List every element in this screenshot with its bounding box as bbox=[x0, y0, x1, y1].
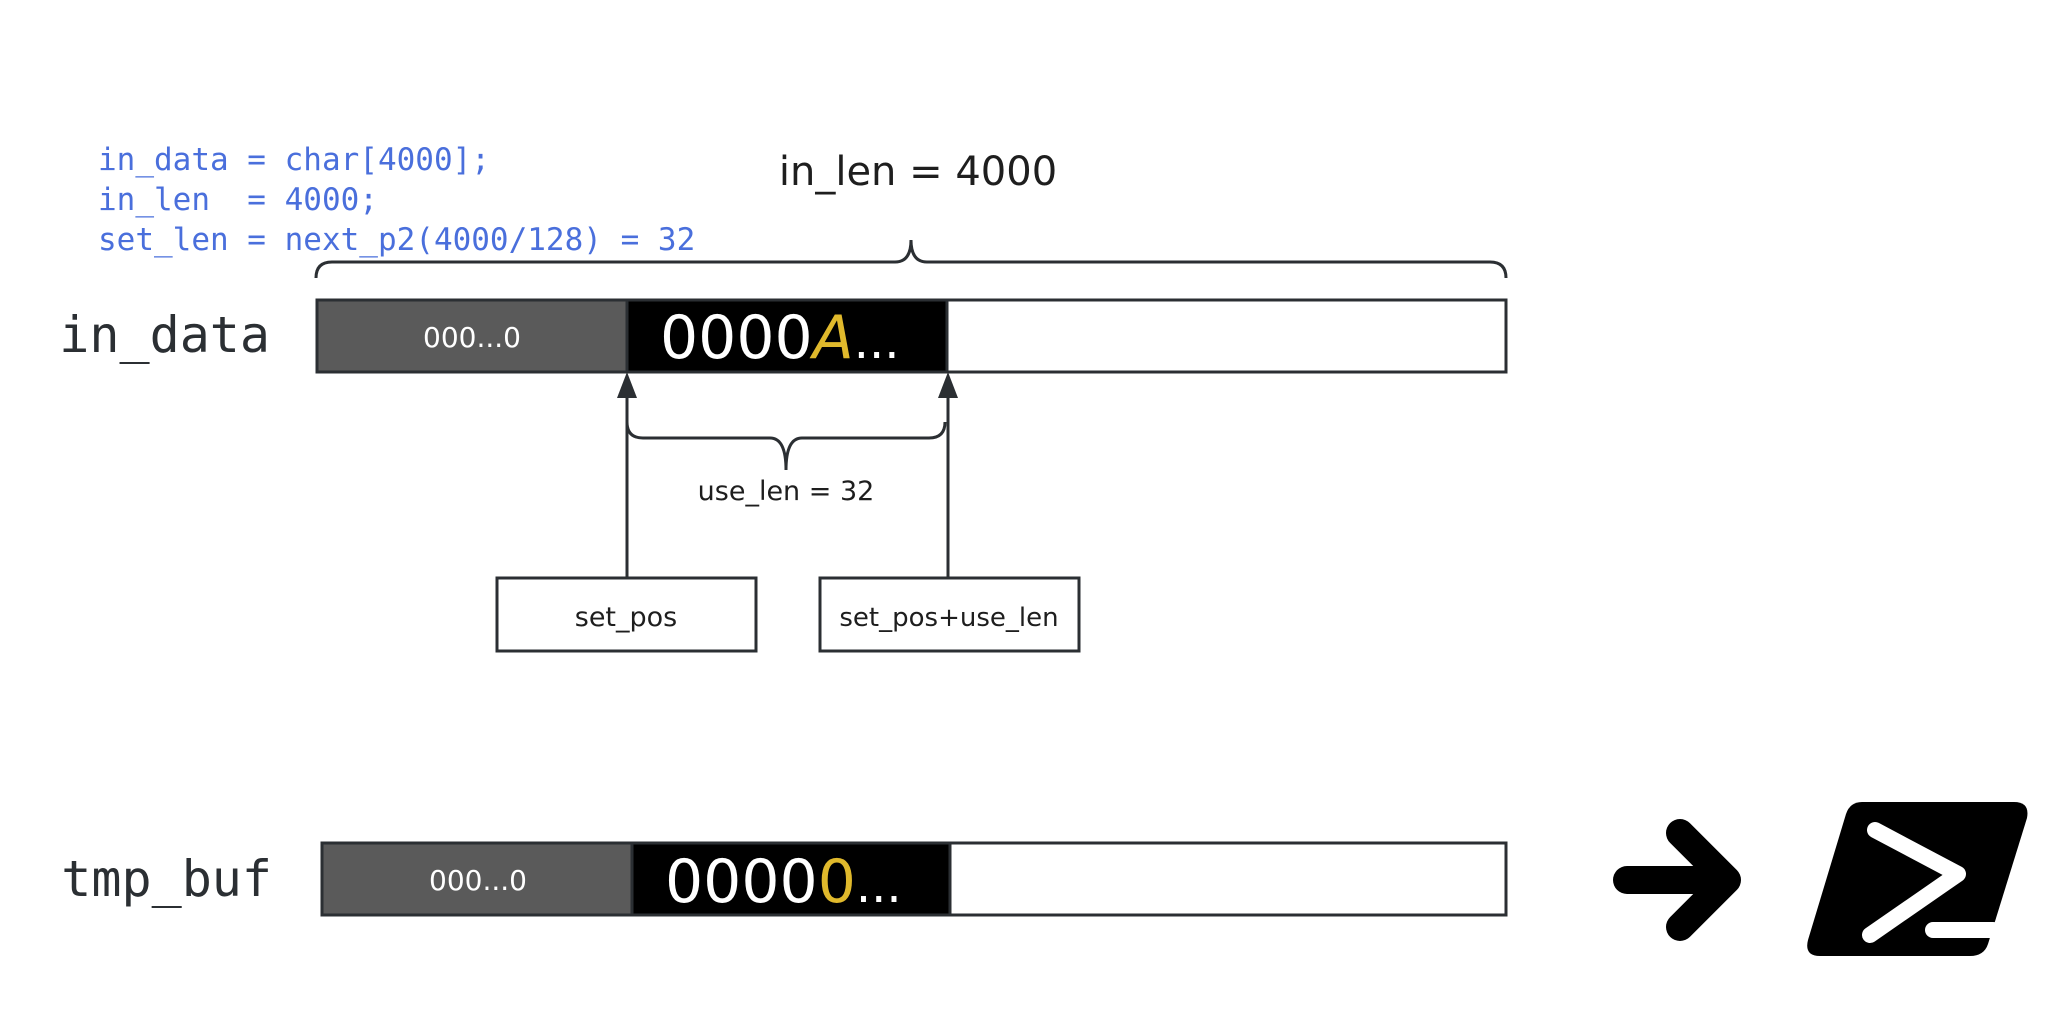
in-data-zero-text: 000...0 bbox=[423, 321, 521, 354]
in-data-label: in_data bbox=[59, 306, 270, 364]
set-pos-use-len-arrowhead bbox=[938, 372, 958, 398]
in-data-used-suffix: ... bbox=[854, 314, 900, 370]
tmp-buf-label: tmp_buf bbox=[61, 850, 272, 908]
set-pos-box: set_pos bbox=[495, 576, 758, 653]
in-data-highlight-char: A bbox=[809, 303, 854, 373]
in-data-used-segment bbox=[625, 298, 949, 374]
in-len-brace bbox=[314, 239, 1508, 279]
in-data-used-prefix: 0000 bbox=[660, 303, 813, 373]
in-data-zero-segment bbox=[315, 298, 629, 374]
code-line-2: in_len = 4000; bbox=[98, 182, 378, 218]
tmp-buf-zero-text: 000...0 bbox=[429, 864, 527, 897]
tmp-buf-used-text: 00000... bbox=[665, 847, 902, 917]
in-data-buffer: 000...0 0000A... bbox=[315, 298, 1508, 374]
set-pos-arrow bbox=[617, 372, 637, 578]
in-len-label: in_len = 4000 bbox=[779, 149, 1057, 195]
set-pos-arrowhead bbox=[617, 372, 637, 398]
use-len-label: use_len = 32 bbox=[698, 476, 875, 507]
set-pos-use-len-label: set_pos+use_len bbox=[839, 603, 1058, 633]
use-len-brace bbox=[625, 421, 947, 471]
set-pos-use-len-arrow bbox=[938, 372, 958, 578]
code-line-1: in_data = char[4000]; bbox=[98, 142, 490, 178]
code-block: in_data = char[4000]; in_len = 4000; set… bbox=[98, 142, 695, 258]
in-data-used-text: 0000A... bbox=[660, 303, 900, 373]
tmp-buf-highlight-char: 0 bbox=[818, 847, 856, 917]
tmp-buf-buffer: 000...0 00000... bbox=[320, 841, 1508, 917]
set-pos-use-len-box: set_pos+use_len bbox=[818, 576, 1081, 653]
tmp-buf-used-prefix: 0000 bbox=[665, 847, 818, 917]
code-line-3: set_len = next_p2(4000/128) = 32 bbox=[98, 222, 695, 258]
right-arrow-icon bbox=[1613, 819, 1741, 941]
tmp-buf-used-suffix: ... bbox=[856, 858, 902, 914]
set-pos-label: set_pos bbox=[575, 602, 678, 633]
tmp-buf-used-segment bbox=[630, 841, 952, 917]
powershell-icon bbox=[1807, 802, 2028, 956]
